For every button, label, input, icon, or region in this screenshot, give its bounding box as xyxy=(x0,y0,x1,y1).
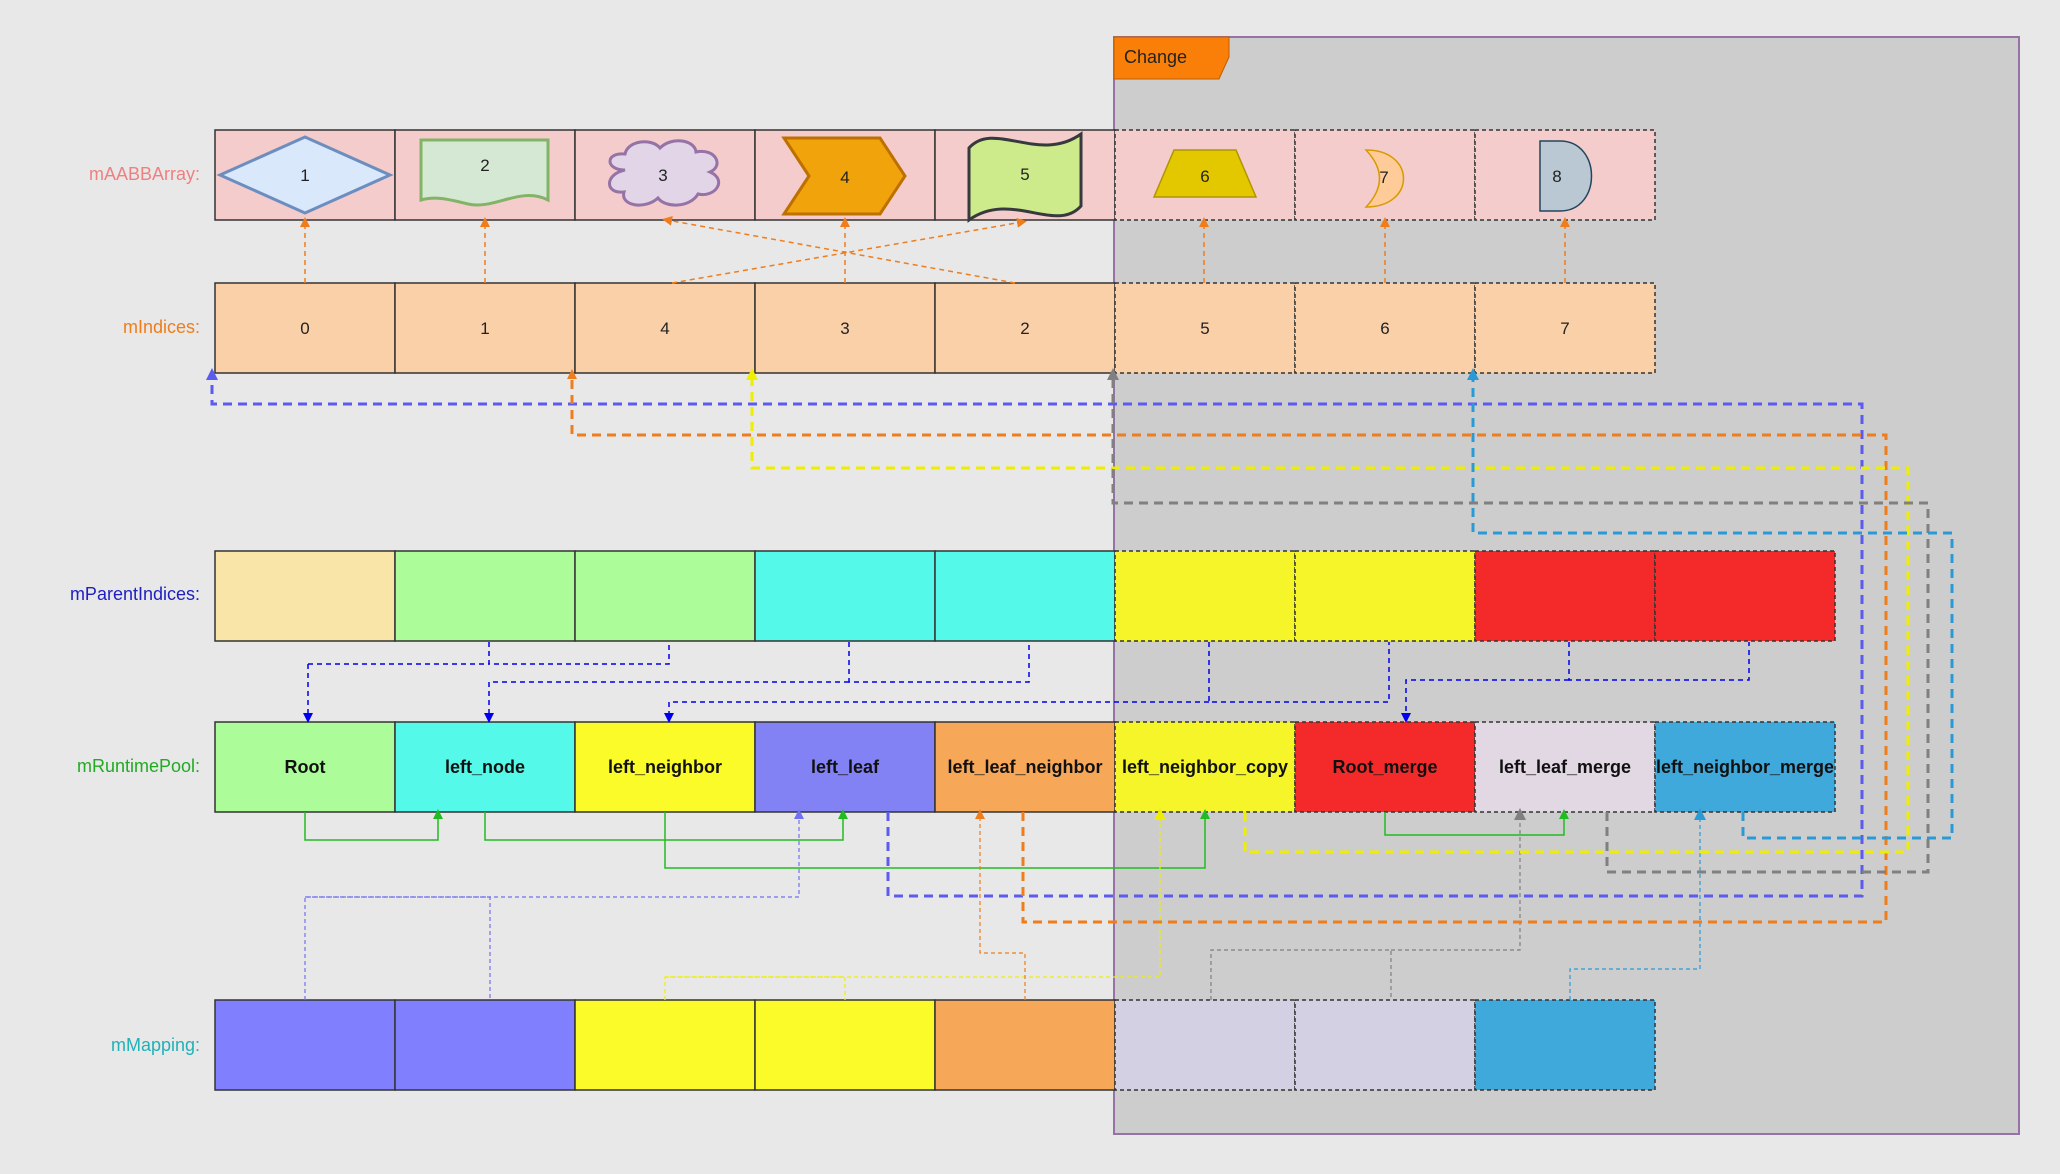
pool-node-label-6: Root_merge xyxy=(1332,757,1437,777)
trapezoid-icon xyxy=(1152,149,1258,198)
change-label: Change xyxy=(1124,47,1187,67)
parent-index-cell-1 xyxy=(394,550,576,642)
index-cell-3: 3 xyxy=(754,282,936,374)
index-cell-7: 7 xyxy=(1474,282,1656,374)
aabb-label-6: 7 xyxy=(1379,168,1388,187)
parent-index-cell-2 xyxy=(574,550,756,642)
pool-node-label-2: left_neighbor xyxy=(608,757,722,777)
pool-node-2: left_neighbor xyxy=(574,721,756,813)
parent-index-cell-0 xyxy=(214,550,396,642)
pool-node-label-0: Root xyxy=(285,757,326,777)
parent-indices-row xyxy=(214,550,1836,642)
parent-to-pool-arrows xyxy=(303,642,1750,723)
aabb-label-2: 3 xyxy=(658,166,667,185)
parent-index-cell-8 xyxy=(1654,550,1836,642)
pool-node-1: left_node xyxy=(394,721,576,813)
aabb-row: 1 2 3 4 5 6 7 xyxy=(214,129,1656,223)
row-label-mruntimepool: mRuntimePool: xyxy=(77,756,200,776)
index-value-0: 0 xyxy=(300,319,309,338)
aabb-cell-2: 3 xyxy=(574,129,756,221)
index-cell-0: 0 xyxy=(214,282,396,374)
parent-index-cell-5 xyxy=(1114,550,1296,642)
row-label-mindices: mIndices: xyxy=(123,317,200,337)
aabb-cell-4: 5 xyxy=(934,129,1116,223)
aabb-label-4: 5 xyxy=(1020,165,1029,184)
or-gate-icon xyxy=(1364,149,1405,208)
aabb-label-7: 8 xyxy=(1552,167,1561,186)
mapping-cell-7 xyxy=(1474,999,1656,1091)
diamond-icon xyxy=(216,135,394,215)
delay-icon xyxy=(1539,140,1593,212)
index-cell-1: 1 xyxy=(394,282,576,374)
aabb-label-0: 1 xyxy=(300,166,309,185)
aabb-cell-0: 1 xyxy=(214,129,396,221)
index-value-2: 4 xyxy=(660,319,669,338)
index-cell-2: 4 xyxy=(574,282,756,374)
mapping-cell-1 xyxy=(394,999,576,1091)
pool-node-label-7: left_leaf_merge xyxy=(1499,757,1631,777)
aabb-cell-5: 6 xyxy=(1114,129,1296,221)
mapping-cell-6 xyxy=(1294,999,1476,1091)
aabb-cell-6: 7 xyxy=(1294,129,1476,221)
indices-row: 0 1 4 3 2 5 6 7 xyxy=(214,282,1656,374)
aabb-label-1: 2 xyxy=(480,156,489,175)
index-to-aabb-arrows xyxy=(300,215,1570,284)
mapping-cell-4 xyxy=(934,999,1116,1091)
aabb-label-3: 4 xyxy=(840,168,849,187)
row-label-mmapping: mMapping: xyxy=(111,1035,200,1055)
row-label-mparentindices: mParentIndices: xyxy=(70,584,200,604)
mapping-cell-3 xyxy=(754,999,936,1091)
aabb-cell-1: 2 xyxy=(394,129,576,221)
pool-node-7: left_leaf_merge xyxy=(1474,721,1656,813)
mapping-cell-0 xyxy=(214,999,396,1091)
index-value-4: 2 xyxy=(1020,319,1029,338)
pool-node-8: left_neighbor_merge xyxy=(1654,721,1836,813)
pool-node-label-3: left_leaf xyxy=(811,757,880,777)
pool-node-label-4: left_leaf_neighbor xyxy=(947,757,1102,777)
pool-node-4: left_leaf_neighbor xyxy=(934,721,1116,813)
pool-node-label-1: left_node xyxy=(445,757,525,777)
aabb-cell-3: 4 xyxy=(754,129,936,221)
parent-index-cell-4 xyxy=(934,550,1116,642)
index-value-7: 7 xyxy=(1560,319,1569,338)
index-cell-4: 2 xyxy=(934,282,1116,374)
index-value-3: 3 xyxy=(840,319,849,338)
document-icon xyxy=(419,138,550,207)
pool-node-label-8: left_neighbor_merge xyxy=(1656,757,1834,777)
mapping-to-pool-arrows xyxy=(304,808,1706,1000)
aabb-label-5: 6 xyxy=(1200,167,1209,186)
mapping-cell-5 xyxy=(1114,999,1296,1091)
index-cell-5: 5 xyxy=(1114,282,1296,374)
index-cell-6: 6 xyxy=(1294,282,1476,374)
parent-index-cell-3 xyxy=(754,550,936,642)
row-label-maabbarray: mAABBArray: xyxy=(89,164,200,184)
index-value-5: 5 xyxy=(1200,319,1209,338)
mapping-row xyxy=(214,999,1656,1091)
parent-index-cell-7 xyxy=(1474,550,1656,642)
pool-node-6: Root_merge xyxy=(1294,721,1476,813)
index-value-1: 1 xyxy=(480,319,489,338)
parent-index-cell-6 xyxy=(1294,550,1476,642)
mapping-cell-2 xyxy=(574,999,756,1091)
cloud-icon xyxy=(608,139,721,207)
tape-icon xyxy=(967,131,1083,223)
pool-node-5: left_neighbor_copy xyxy=(1114,721,1296,813)
chevron-icon xyxy=(781,136,907,216)
pool-link-arrows xyxy=(304,809,1569,869)
pool-node-label-5: left_neighbor_copy xyxy=(1122,757,1288,777)
aabb-cell-7: 8 xyxy=(1474,129,1656,221)
runtime-pool-row: Root left_node left_neighbor left_leaf left_… xyxy=(214,721,1836,813)
pool-node-0: Root xyxy=(214,721,396,813)
pool-to-indices-loop-arrows xyxy=(206,368,1954,924)
pool-node-3: left_leaf xyxy=(754,721,936,813)
index-value-6: 6 xyxy=(1380,319,1389,338)
